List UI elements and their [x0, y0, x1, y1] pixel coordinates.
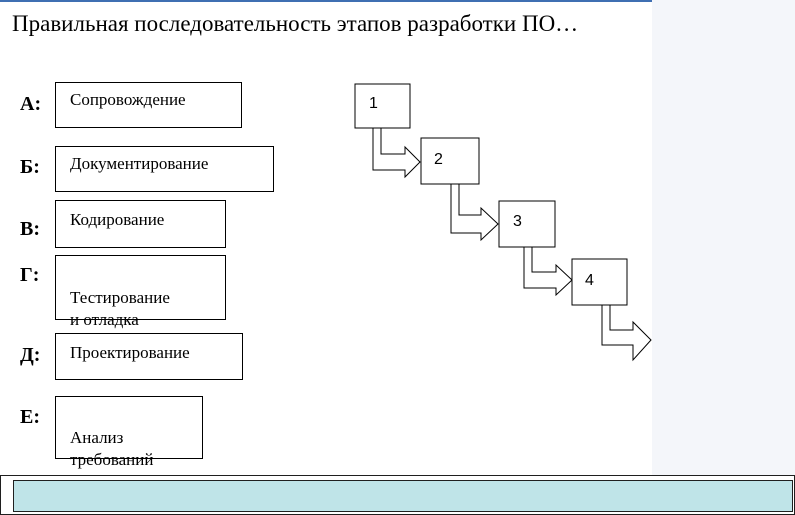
option-e-letter: Е: — [20, 406, 40, 428]
right-margin-panel — [652, 0, 795, 475]
step-number-3: 3 — [513, 213, 522, 230]
option-b-label: Документирование — [70, 154, 209, 173]
option-b-letter: Б: — [20, 156, 40, 178]
option-a-label: Сопровождение — [70, 90, 186, 109]
arrow-2-to-3 — [450, 183, 499, 242]
step-number-4: 4 — [585, 272, 594, 289]
step-box-2 — [420, 137, 480, 185]
option-e-label: Анализ требований — [70, 428, 154, 469]
option-a-letter: А: — [20, 93, 42, 115]
option-g-letter: Г: — [20, 264, 40, 286]
option-d-label: Проектирование — [70, 343, 190, 362]
waterfall-diagram: 1 2 3 4 — [354, 83, 652, 362]
step-number-2: 2 — [434, 151, 443, 168]
option-a-box: Сопровождение — [55, 82, 242, 128]
option-v-letter: В: — [20, 218, 40, 240]
arrow-3-to-4 — [523, 246, 573, 297]
option-d-letter: Д: — [20, 344, 41, 366]
option-b-box: Документирование — [55, 146, 274, 192]
option-g-label: Тестирование и отладка — [70, 288, 170, 329]
arrow-1-to-2 — [372, 127, 421, 179]
option-d-box: Проектирование — [55, 333, 243, 380]
step-number-1: 1 — [369, 95, 378, 112]
question-text: Правильная последовательность этапов раз… — [12, 11, 579, 36]
step-box-3 — [498, 200, 556, 248]
step-box-1 — [354, 83, 411, 129]
option-g-box: Тестирование и отладка — [55, 255, 226, 329]
answer-bar — [0, 475, 795, 515]
option-v-label: Кодирование — [70, 210, 165, 229]
option-v-box: Кодирование — [55, 200, 226, 248]
option-e-box: Анализ требований — [55, 396, 203, 469]
answer-input[interactable] — [13, 480, 793, 512]
step-box-4 — [571, 258, 628, 306]
top-rule — [0, 0, 652, 2]
arrow-4-to-next — [601, 304, 652, 362]
